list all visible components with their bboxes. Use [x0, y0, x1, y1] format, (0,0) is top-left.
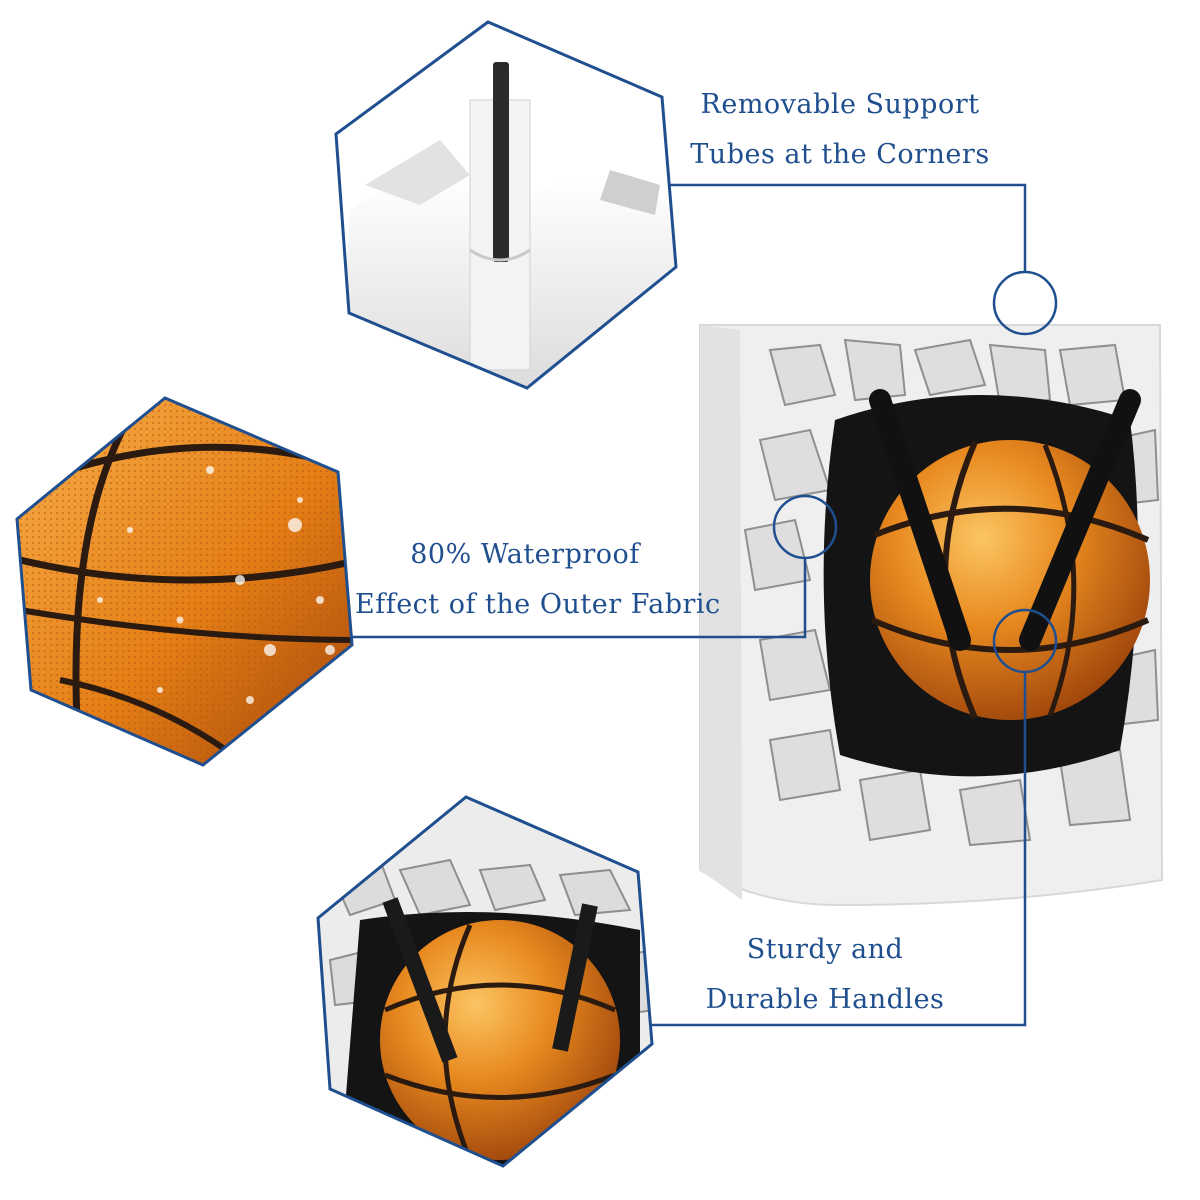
basketball-hamper-product: [699, 324, 1164, 907]
feature-label-line: Sturdy and: [746, 934, 904, 965]
feature-label-handles: Sturdy and Durable Handles: [665, 925, 985, 1025]
waterproof-fabric-closeup: [15, 396, 354, 767]
feature-label-line: 80% Waterproof: [410, 539, 640, 570]
feature-label-support-tubes: Removable Support Tubes at the Corners: [680, 80, 1000, 180]
feature-label-line: Tubes at the Corners: [690, 139, 990, 170]
feature-label-waterproof: 80% Waterproof Effect of the Outer Fabri…: [355, 530, 721, 630]
handle-closeup: [316, 795, 654, 1168]
feature-label-line: Removable Support: [700, 89, 980, 120]
connector-handles: [651, 608, 1058, 1027]
feature-label-line: Effect of the Outer Fabric: [355, 589, 721, 620]
support-tube-closeup: [334, 20, 678, 390]
feature-label-line: Durable Handles: [705, 984, 945, 1015]
connector-waterproof: [350, 494, 838, 639]
connector-support-tubes: [668, 183, 1058, 336]
